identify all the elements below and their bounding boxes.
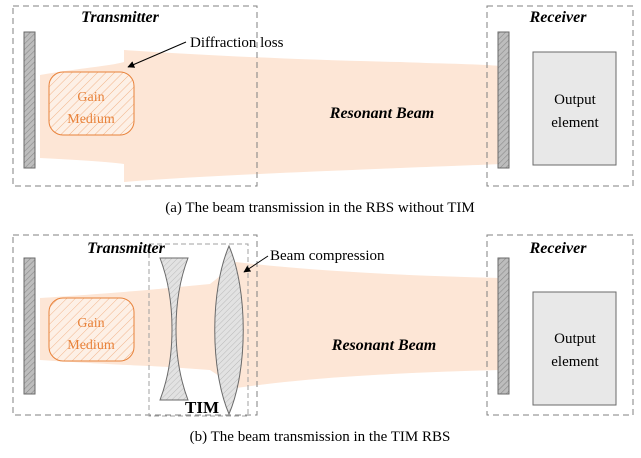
gain-medium-label-line2: Medium [67,338,115,353]
caption-b: (b) The beam transmission in the TIM RBS [190,429,451,445]
receiver-label: Receiver [529,9,588,26]
gain-medium-label-line1: Gain [77,316,104,331]
resonant-beam-label: Resonant Beam [329,105,434,122]
receiver-mirror [497,257,510,395]
receiver-box [486,234,634,416]
panel-a: Gain Medium Output element Transmitter R… [12,5,634,216]
gain-medium [48,71,135,136]
transmitter-mirror [23,31,36,169]
caption-a: (a) The beam transmission in the RBS wit… [165,200,474,216]
beam-compression-label: Beam compression [270,248,385,264]
receiver-box [486,5,634,187]
gain-medium [48,297,135,362]
gain-medium-label-line2: Medium [67,112,115,127]
transmitter-label: Transmitter [81,9,159,26]
transmitter-mirror [23,257,36,395]
output-element [532,51,617,166]
output-element-label-line2: element [551,354,599,370]
tim-box [148,243,249,417]
gain-medium-label-line1: Gain [77,90,104,105]
diffraction-loss-arrow [127,41,187,68]
tim-label: TIM [185,398,219,417]
concave-lens [159,257,189,401]
transmitter-box [12,234,258,416]
convex-lens [214,244,244,416]
transmitter-box [12,5,258,187]
output-element-label-line1: Output [554,331,597,347]
resonant-beam [40,262,500,388]
output-element [532,291,617,406]
receiver-mirror [497,31,510,169]
transmitter-label: Transmitter [87,240,165,257]
resonant-beam [40,50,500,182]
output-element-label-line1: Output [554,92,597,108]
beam-compression-arrow [243,255,269,273]
receiver-label: Receiver [529,240,588,257]
panel-b: Gain Medium Output element Transmitter R… [12,234,634,445]
output-element-label-line2: element [551,115,599,131]
diffraction-loss-label: Diffraction loss [190,35,284,51]
resonant-beam-label: Resonant Beam [331,337,436,354]
